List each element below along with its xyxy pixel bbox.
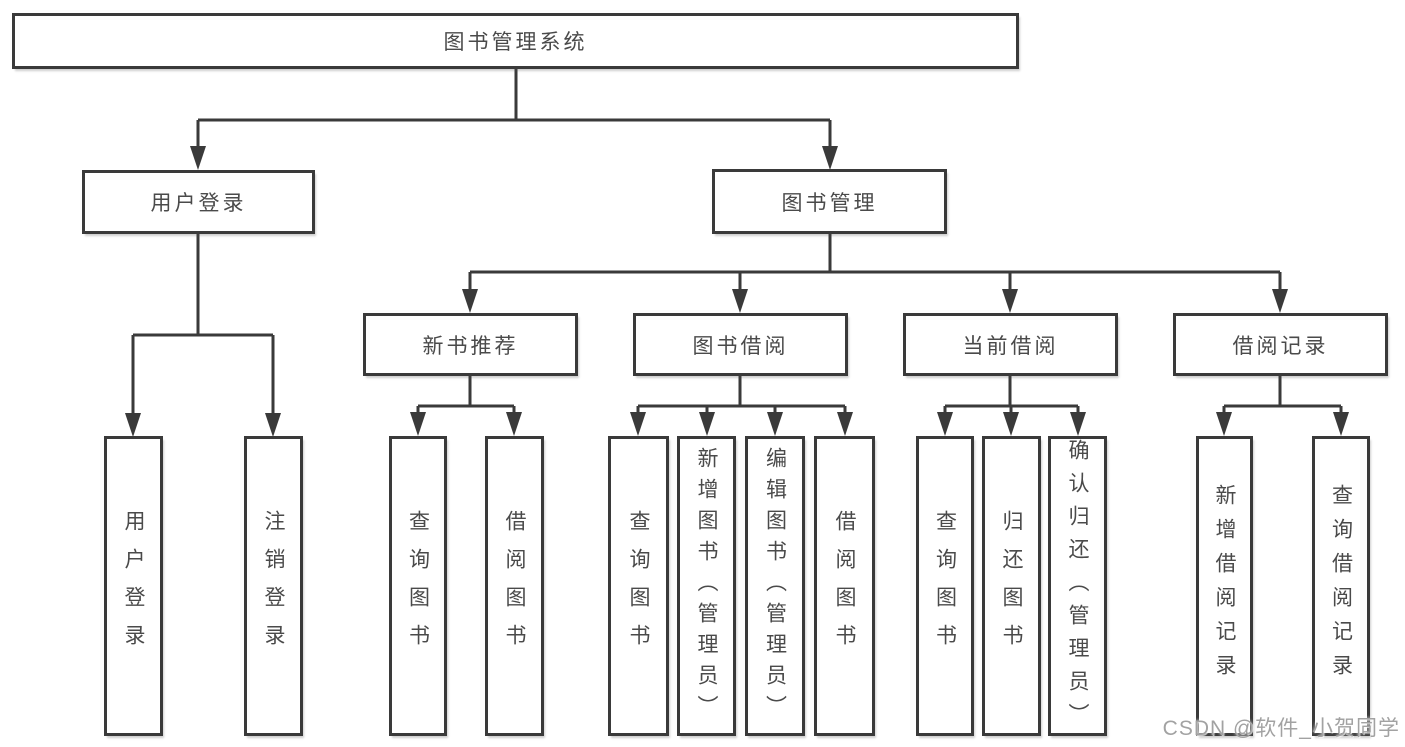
csdn-watermark: CSDN @软件_小贺同学 <box>1162 717 1400 740</box>
leaf-label: 新增借阅记录 <box>1213 484 1236 688</box>
arrowhead <box>506 412 522 436</box>
leaf-borrowing-edit-book-admin: 编辑图书（管理员） <box>745 436 805 736</box>
arrowhead <box>630 412 646 436</box>
arrowhead <box>1070 412 1086 436</box>
node-user-login: 用户登录 <box>82 170 315 234</box>
node-new-book-recommend: 新书推荐 <box>363 313 578 376</box>
leaf-label: 借阅图书 <box>833 510 856 662</box>
arrowhead <box>767 412 783 436</box>
leaf-label: 新增图书（管理员） <box>695 446 718 726</box>
node-book-management: 图书管理 <box>712 169 947 234</box>
connector-user-login-to-leaves <box>131 234 275 415</box>
arrowhead <box>699 412 715 436</box>
leaf-label: 注销登录 <box>262 510 285 662</box>
leaf-label: 借阅图书 <box>503 510 526 662</box>
arrowhead <box>837 412 853 436</box>
leaf-label: 编辑图书（管理员） <box>763 446 787 726</box>
node-library-management-system: 图书管理系统 <box>12 13 1019 69</box>
arrowhead <box>1003 412 1019 436</box>
connector-book-management-to-level3 <box>468 234 1282 291</box>
connector-current-borrowing-to-leaves <box>943 376 1080 414</box>
leaf-label: 查询借阅记录 <box>1329 484 1353 688</box>
node-label: 借阅记录 <box>1232 334 1329 358</box>
leaf-label: 归还图书 <box>1000 510 1023 662</box>
leaf-newbook-borrow-books: 借阅图书 <box>485 436 544 736</box>
leaf-records-query-borrow-record: 查询借阅记录 <box>1312 436 1370 736</box>
node-label: 新书推荐 <box>422 334 519 358</box>
arrowhead <box>265 413 281 437</box>
connector-book-borrowing-to-leaves <box>636 376 847 414</box>
leaf-borrowing-borrow-books: 借阅图书 <box>814 436 875 736</box>
leaf-borrowing-add-book-admin: 新增图书（管理员） <box>677 436 736 736</box>
leaf-label: 查询图书 <box>627 510 650 662</box>
arrowhead <box>1002 289 1018 313</box>
node-label: 当前借阅 <box>962 334 1059 358</box>
connector-new-book-to-leaves <box>416 376 516 414</box>
leaf-current-return-books: 归还图书 <box>982 436 1041 736</box>
leaf-logout: 注销登录 <box>244 436 303 736</box>
arrowhead <box>190 146 206 170</box>
node-current-borrowing: 当前借阅 <box>903 313 1118 376</box>
node-borrowing-records: 借阅记录 <box>1173 313 1388 376</box>
arrowhead <box>732 289 748 313</box>
arrowhead <box>410 412 426 436</box>
arrowhead <box>462 289 478 313</box>
leaf-label: 查询图书 <box>933 510 957 662</box>
node-book-borrowing: 图书借阅 <box>633 313 848 376</box>
leaf-records-add-borrow-record: 新增借阅记录 <box>1196 436 1253 736</box>
node-label: 图书管理系统 <box>443 31 588 54</box>
leaf-current-query-books: 查询图书 <box>916 436 974 736</box>
leaf-label: 查询图书 <box>406 510 430 662</box>
arrowhead <box>1272 289 1288 313</box>
node-label: 用户登录 <box>150 192 247 215</box>
node-label: 图书管理 <box>781 191 878 215</box>
connector-root-to-level2 <box>196 69 832 148</box>
arrowhead <box>125 413 141 437</box>
connector-borrowing-records-to-leaves <box>1222 376 1343 414</box>
leaf-label: 用户登录 <box>122 510 145 662</box>
node-label: 图书借阅 <box>692 334 789 358</box>
arrowhead <box>1333 412 1349 436</box>
arrowhead <box>822 146 838 170</box>
arrowhead <box>937 412 953 436</box>
arrowhead <box>1216 412 1232 436</box>
leaf-borrowing-query-books: 查询图书 <box>608 436 669 736</box>
leaf-user-login: 用户登录 <box>104 436 163 736</box>
leaf-newbook-query-books: 查询图书 <box>389 436 447 736</box>
leaf-current-confirm-return-admin: 确认归还（管理员） <box>1048 436 1107 736</box>
leaf-label: 确认归还（管理员） <box>1066 439 1089 736</box>
